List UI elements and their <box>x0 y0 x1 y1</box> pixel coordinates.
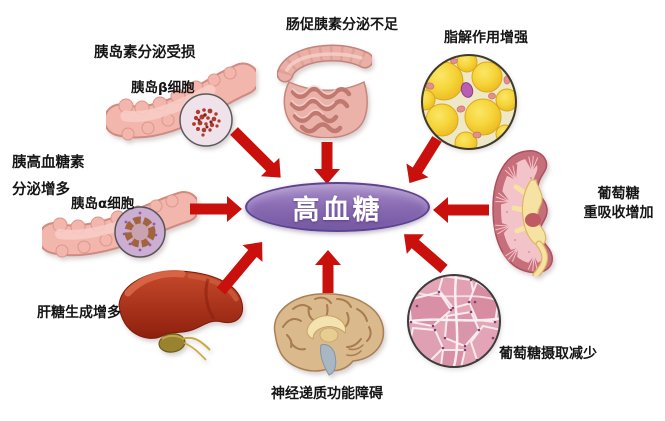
label-hepatic-glucose-increased: 肝糖生成增多 <box>37 305 121 321</box>
arrow-from-intestine <box>314 142 340 184</box>
label-islet-alpha-cells: 胰岛α细胞 <box>71 196 135 212</box>
kidney-illustration <box>492 150 553 276</box>
label-insulin-secretion-impaired: 胰岛素分泌受损 <box>94 45 196 61</box>
label-glucose-reabsorption-line1: 葡萄糖 <box>597 186 640 202</box>
hyperglycemia-center-node: 高血糖 <box>245 182 430 232</box>
hyperglycemia-label: 高血糖 <box>292 194 383 226</box>
label-glucagon-line2: 分泌增多 <box>12 182 70 198</box>
pancreas-alpha-illustration <box>42 191 197 258</box>
label-glucagon-line1: 胰高血糖素 <box>12 155 85 171</box>
beta-cell-inset <box>179 93 233 147</box>
liver-illustration <box>118 270 244 361</box>
arrow-from-muscle <box>404 234 448 274</box>
brain-illustration <box>273 293 385 376</box>
alpha-cell-inset <box>114 206 166 258</box>
adipose-tissue-illustration <box>421 54 517 150</box>
brainstem <box>320 344 337 376</box>
label-glucose-reabsorption-line2: 重吸收增加 <box>583 205 654 221</box>
label-glucagon-increased: 胰高血糖素 分泌增多 <box>12 150 85 204</box>
arrow-from-kidney <box>433 197 489 223</box>
pancreas-beta-illustration <box>106 62 256 147</box>
corpus-callosum <box>306 315 346 340</box>
label-incretin-insufficient: 肠促胰素分泌不足 <box>286 17 398 33</box>
renal-pelvis <box>511 179 549 276</box>
label-glucose-reabsorption: 葡萄糖 重吸收增加 <box>576 185 661 223</box>
label-glucose-uptake-decreased: 葡萄糖摄取减少 <box>499 346 597 362</box>
renal-pyramids <box>494 155 543 272</box>
gallbladder <box>158 333 211 361</box>
intestine-illustration <box>277 44 372 138</box>
muscle-tissue-illustration <box>407 274 501 368</box>
label-lipolysis-enhanced: 脂解作用增强 <box>444 30 528 46</box>
arrow-from-alpha-pancreas <box>190 196 242 222</box>
label-islet-beta-cells: 胰岛β细胞 <box>131 80 195 96</box>
label-neurotransmitter-dysfunction: 神经递质功能障碍 <box>271 386 383 402</box>
